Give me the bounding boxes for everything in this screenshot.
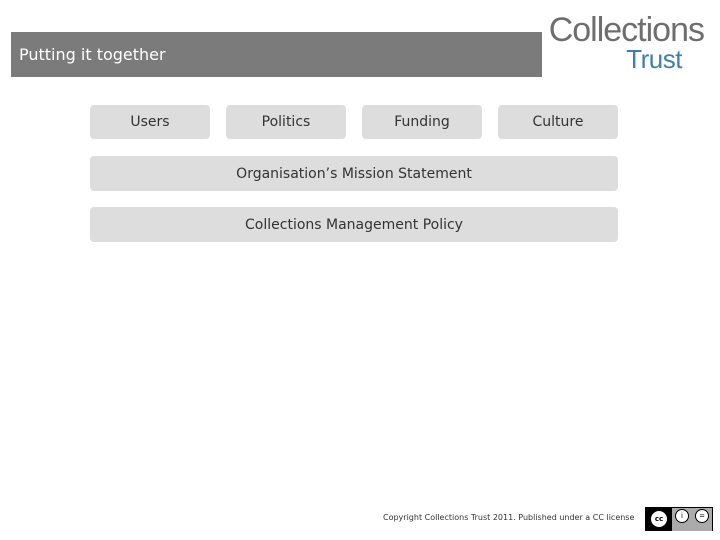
no-derivatives-icon: = bbox=[695, 508, 709, 523]
cc-conditions: i = bbox=[672, 507, 712, 531]
politics-box: Politics bbox=[226, 105, 346, 139]
slide-title: Putting it together bbox=[19, 45, 166, 64]
copyright-footer: Copyright Collections Trust 2011. Publis… bbox=[383, 513, 635, 522]
users-label: Users bbox=[130, 114, 170, 130]
attribution-icon: i bbox=[675, 508, 689, 523]
cc-by-nd-icon: cc i = bbox=[645, 507, 713, 531]
mission-statement-label: Organisation’s Mission Statement bbox=[236, 165, 472, 182]
culture-box: Culture bbox=[498, 105, 618, 139]
collections-trust-logo: Collections Trust bbox=[548, 10, 712, 74]
collections-policy-box: Collections Management Policy bbox=[90, 207, 618, 242]
cc-symbol: cc bbox=[651, 511, 667, 527]
collections-policy-label: Collections Management Policy bbox=[245, 216, 463, 233]
cc-logo: cc bbox=[646, 508, 672, 530]
logo-text-collections: Collections bbox=[548, 11, 705, 49]
users-box: Users bbox=[90, 105, 210, 139]
funding-box: Funding bbox=[362, 105, 482, 139]
funding-label: Funding bbox=[394, 114, 450, 130]
mission-statement-box: Organisation’s Mission Statement bbox=[90, 156, 618, 191]
slide-title-bar: Putting it together bbox=[11, 32, 542, 77]
politics-label: Politics bbox=[261, 114, 311, 130]
logo-text-trust: Trust bbox=[626, 44, 682, 74]
culture-label: Culture bbox=[532, 114, 584, 130]
